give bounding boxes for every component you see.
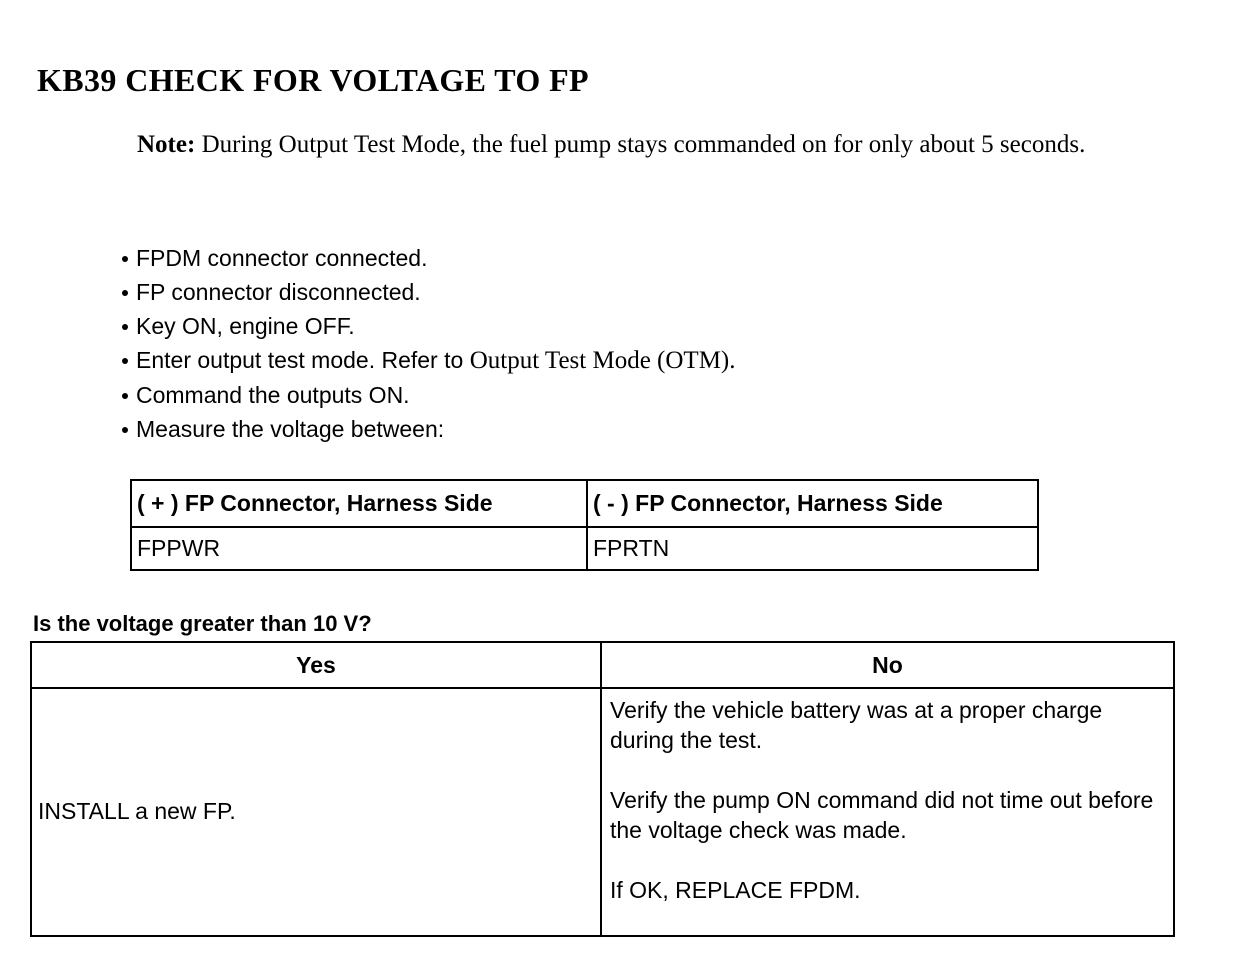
step-text: Command the outputs ON. <box>136 382 410 408</box>
list-item: Measure the voltage between: <box>118 412 1118 446</box>
cross-reference-link[interactable]: Output Test Mode (OTM) <box>469 347 730 374</box>
note-block: Note: During Output Test Mode, the fuel … <box>137 126 1177 164</box>
list-item: Command the outputs ON. <box>118 378 1118 412</box>
list-item: FP connector disconnected. <box>118 275 1118 309</box>
procedure-steps-list: FPDM connector connected. FP connector d… <box>118 241 1118 446</box>
column-header-no: No <box>600 641 1175 689</box>
step-text: FPDM connector connected. <box>136 245 428 271</box>
list-item: Enter output test mode. Refer to Output … <box>118 343 1118 378</box>
cell-positive-pin: FPPWR <box>130 526 588 571</box>
step-text: Measure the voltage between: <box>136 416 445 442</box>
column-header-yes: Yes <box>30 641 602 689</box>
connector-measurement-table: ( + ) FP Connector, Harness Side ( - ) F… <box>130 479 1039 571</box>
no-action-paragraph: If OK, REPLACE FPDM. <box>610 877 861 903</box>
cell-no-action: Verify the vehicle battery was at a prop… <box>600 687 1175 937</box>
column-header-negative: ( - ) FP Connector, Harness Side <box>586 479 1039 528</box>
step-text: FP connector disconnected. <box>136 279 421 305</box>
list-item: Key ON, engine OFF. <box>118 309 1118 343</box>
step-text-suffix: . <box>729 347 736 374</box>
table-header-row: ( + ) FP Connector, Harness Side ( - ) F… <box>130 479 1039 528</box>
list-item: FPDM connector connected. <box>118 241 1118 275</box>
column-header-positive: ( + ) FP Connector, Harness Side <box>130 479 588 528</box>
table-header-row: Yes No <box>30 641 1175 689</box>
no-action-paragraph: Verify the vehicle battery was at a prop… <box>610 697 1103 753</box>
no-action-paragraph: Verify the pump ON command did not time … <box>610 787 1154 843</box>
page-title: KB39 CHECK FOR VOLTAGE TO FP <box>37 62 589 99</box>
step-text: Enter output test mode. Refer to <box>136 347 470 373</box>
note-text: During Output Test Mode, the fuel pump s… <box>195 131 1086 158</box>
cell-negative-pin: FPRTN <box>586 526 1039 571</box>
table-row: FPPWR FPRTN <box>130 526 1039 571</box>
cell-yes-action: INSTALL a new FP. <box>30 687 602 937</box>
decision-question: Is the voltage greater than 10 V? <box>33 611 372 636</box>
decision-table: Yes No INSTALL a new FP. Verify the vehi… <box>30 641 1175 937</box>
note-label: Note: <box>137 131 196 158</box>
step-text: Key ON, engine OFF. <box>136 313 355 339</box>
table-row: INSTALL a new FP. Verify the vehicle bat… <box>30 687 1175 937</box>
